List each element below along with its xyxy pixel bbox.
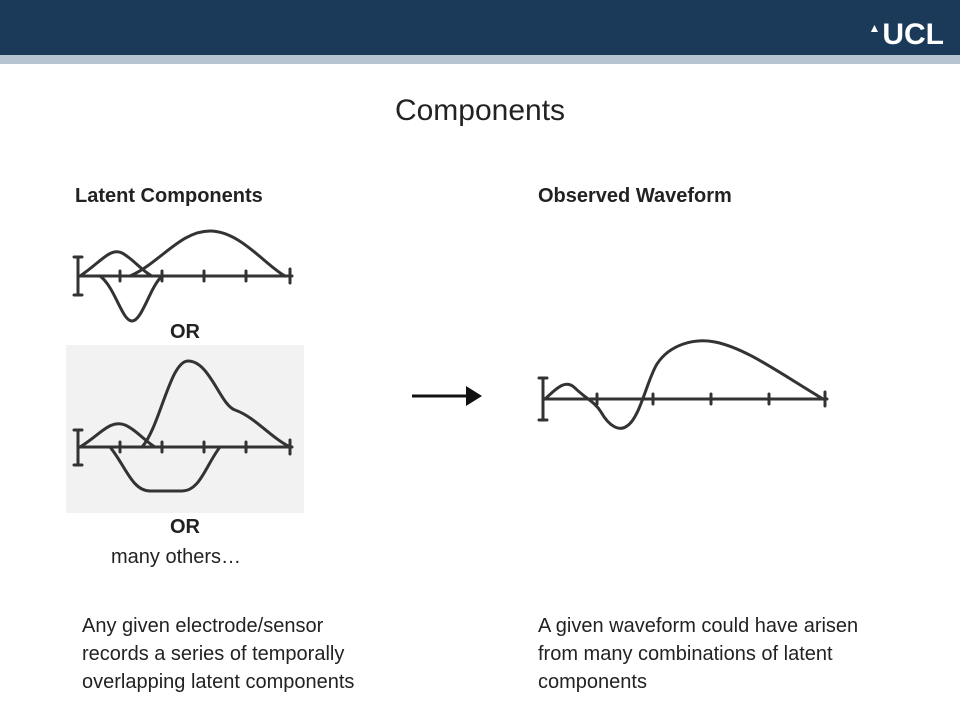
component-early-positive	[78, 250, 154, 278]
left-caption-line-3: overlapping latent components	[82, 671, 355, 693]
header-band	[0, 0, 960, 55]
or-label-2: OR	[170, 516, 200, 538]
left-caption-line-1: Any given electrode/sensor	[82, 615, 324, 637]
latent-components-plot-1	[72, 229, 294, 323]
right-caption-line-2: from many combinations of latent	[538, 643, 833, 665]
right-arrow-icon	[412, 386, 482, 406]
latent-components-heading: Latent Components	[75, 185, 263, 207]
ucl-logo: ▲UCL	[868, 20, 944, 50]
component-late-positive	[128, 229, 287, 278]
or-label-1: OR	[170, 321, 200, 343]
left-caption: Any given electrode/sensor records a ser…	[82, 612, 354, 696]
component-late-positive	[140, 359, 292, 449]
latent-components-plot-2	[72, 359, 294, 493]
right-caption: A given waveform could have arisen from …	[538, 612, 858, 696]
observed-waveform-heading: Observed Waveform	[538, 185, 732, 207]
component-negative	[98, 274, 164, 323]
logo-triangle-icon: ▲	[868, 21, 881, 35]
logo-text: UCL	[882, 18, 944, 51]
right-caption-line-1: A given waveform could have arisen	[538, 615, 859, 637]
right-caption-line-3: components	[538, 671, 647, 693]
slide-title: Components	[394, 94, 566, 127]
many-others-label: many others…	[111, 546, 242, 568]
header-stripe	[0, 55, 960, 64]
left-caption-line-2: records a series of temporally	[82, 643, 345, 665]
observed-waveform-line	[543, 339, 825, 430]
observed-waveform-plot	[537, 339, 829, 430]
component-broad-negative	[108, 445, 222, 493]
